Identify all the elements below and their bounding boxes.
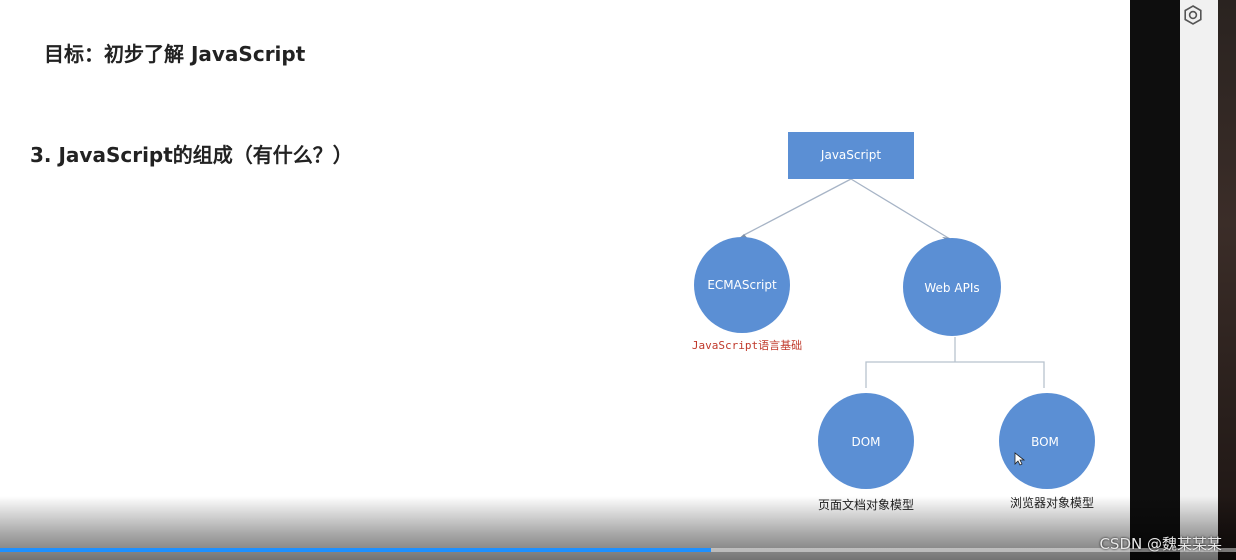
node-ecmascript-label: ECMAScript	[707, 278, 777, 292]
edge-root-right	[850, 178, 951, 240]
node-javascript-label: JavaScript	[820, 148, 881, 162]
bom-caption: 浏览器对象模型	[1010, 495, 1094, 510]
edge-root-left	[743, 178, 852, 236]
node-bom-label: BOM	[1031, 435, 1059, 449]
node-dom-label: DOM	[851, 435, 880, 449]
watermark: CSDN @魏某某某	[1099, 535, 1222, 553]
progress-bar-fill	[0, 548, 711, 552]
edge-webapis-children	[865, 337, 1045, 388]
settings-button[interactable]	[1182, 4, 1204, 26]
progress-bar[interactable]	[0, 548, 1236, 552]
dom-caption: 页面文档对象模型	[818, 497, 914, 512]
side-panel	[1180, 0, 1218, 560]
composition-diagram: JavaScript ECMAScript JavaScript语言基础 Web…	[692, 132, 1095, 512]
mouse-cursor-icon	[1014, 452, 1026, 466]
goal-title: 目标：初步了解 JavaScript	[44, 42, 306, 66]
slide: 目标：初步了解 JavaScript 3. JavaScript的组成（有什么？…	[0, 0, 1130, 560]
webcam-edge	[1218, 0, 1236, 560]
node-webapis-label: Web APIs	[924, 281, 979, 295]
node-webapis	[903, 238, 1001, 336]
section-title: 3. JavaScript的组成（有什么？）	[30, 143, 353, 167]
node-dom	[818, 393, 914, 489]
settings-icon	[1184, 5, 1202, 25]
ecmascript-caption: JavaScript语言基础	[692, 339, 802, 352]
letterbox-band	[1130, 0, 1180, 560]
node-bom	[999, 393, 1095, 489]
node-javascript	[788, 132, 914, 179]
node-ecmascript	[694, 237, 790, 333]
